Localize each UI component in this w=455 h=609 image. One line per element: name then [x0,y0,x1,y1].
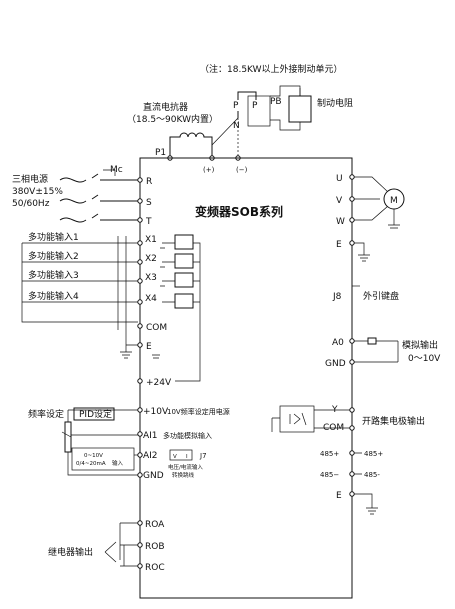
analog-out-label-2: 0～10V [408,354,441,364]
open-collector-label: 开路集电极输出 [362,415,425,427]
brake-unit-note: （注：18.5KW以上外接制动单元） [200,63,343,75]
external-keypad-label: 外引键盘 [363,290,399,302]
brake-terminal-n: N [233,121,240,131]
frequency-setting: 频率设定 PID设定 [28,407,140,476]
terminal-y: Y [331,405,338,415]
multi-input-1: 多功能输入1 [28,231,79,243]
terminal-e-left: E [146,342,152,352]
terminal-com-right: COM [323,423,344,433]
terminal-x1: X1 [145,235,157,245]
j7-jumper: V I J7 电压/电流输入 转换跳线 [168,449,207,479]
motor-label: M [390,196,398,206]
terminal-ai2: AI2 [143,451,158,461]
optocoupler-inputs [160,234,201,310]
brake-terminal-p2: P [252,101,258,111]
open-collector-output [271,405,352,433]
inverter-body [139,157,353,599]
j7-i: I [186,454,188,460]
freq-setting-label: 频率设定 [28,408,64,420]
terminal-r: R [146,177,152,187]
terminal-x4: X4 [145,294,157,304]
power-supply: 三相电源 380V±15% 50/60Hz Mc [12,165,140,223]
terminal-minus: (−) [236,166,248,174]
terminal-p1: P1 [155,148,166,158]
terminal-s: S [146,198,152,208]
brake-terminal-p: P [233,101,239,111]
brake-terminal-pb: PB [270,97,282,107]
j7-desc-1: 电压/电流输入 [168,463,203,471]
terminal-w: W [336,217,345,227]
brake-assembly: P N P PB 制动电阻 [233,85,353,131]
dc-reactor-subtitle: （18.5～90KW内置） [127,113,218,125]
relay-output: ROA ROB ROC 继电器输出 [48,520,165,573]
terminal-a0: A0 [332,338,344,348]
terminal-ai1-desc: 多功能模拟输入 [163,431,212,440]
contactor-label: Mc [110,165,123,175]
terminal-roc: ROC [145,563,165,573]
terminal-485n: 485− [320,471,339,479]
j8-label: J8 [332,292,342,302]
analog-out-label-1: 模拟输出 [402,339,438,351]
terminal-x2: X2 [145,254,157,264]
multi-input-2: 多功能输入2 [28,250,79,262]
terminal-10v: +10V [143,407,169,417]
potentiometer-symbol [64,421,72,453]
terminal-plus: (+) [203,166,215,174]
ai2-range-box [71,447,135,471]
j7-v: V [173,454,177,460]
terminal-gnd-left: GND [143,471,164,481]
dc-reactor-title: 直流电抗器 [143,101,188,113]
pid-setting-label: PID设定 [79,408,112,420]
power-label-1: 三相电源 [12,173,48,185]
dc-reactor-coil [169,132,213,157]
terminal-ai1: AI1 [143,431,158,441]
j7-desc-2: 转换跳线 [172,471,195,479]
brake-resistor-symbol [288,95,312,123]
terminal-rob: ROB [145,542,165,552]
ai2-range-a: 0~10V [84,453,103,459]
terminal-e-bottom: E [336,491,342,501]
brake-unit-box [247,95,271,127]
inverter-title: 变频器SOB系列 [195,204,283,219]
power-label-3: 50/60Hz [12,199,50,209]
multi-function-inputs: 多功能输入1 多功能输入2 多功能输入3 多功能输入4 [21,231,140,330]
rs485-minus-label: 485- [364,471,380,479]
terminal-e-right: E [336,240,342,250]
ai2-range-b: 0/4~20mA [76,461,106,467]
terminal-com-left: COM [146,323,167,333]
j7-label: J7 [199,452,207,460]
terminal-t: T [145,217,152,227]
terminal-485p: 485+ [320,450,339,458]
terminal-10v-desc: 10V频率设定用电源 [167,407,230,416]
power-label-2: 380V±15% [12,187,63,197]
multi-input-4: 多功能输入4 [28,290,79,302]
rs485-plus-label: 485+ [364,450,383,458]
motor-wiring: M [354,176,405,262]
terminal-24v: +24V [146,378,172,388]
terminal-roa: ROA [145,520,165,530]
brake-resistor-label: 制动电阻 [317,97,353,109]
terminal-x3: X3 [145,273,157,283]
terminal-u: U [336,174,343,184]
terminal-gnd-right: GND [325,359,346,369]
terminal-v: V [336,196,343,206]
multi-input-3: 多功能输入3 [28,269,79,281]
ai2-range-c: 输入 [112,459,124,467]
pid-setting-box [73,407,115,421]
relay-output-label: 继电器输出 [48,546,93,558]
